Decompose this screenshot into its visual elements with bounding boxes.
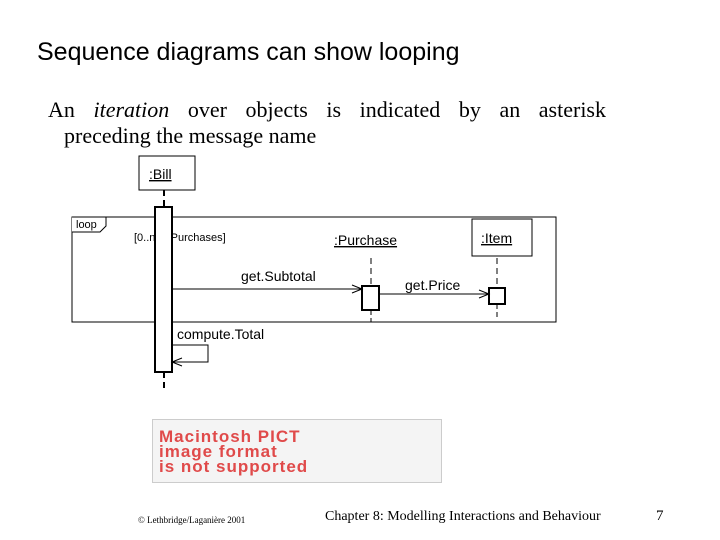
get-subtotal-arrowhead [351,284,364,294]
bill-object-label: :Bill [149,166,172,182]
body-emphasis: iteration [93,97,170,122]
get-price-arrowhead [478,289,491,299]
loop-guard-label: [0..numPurchases] [134,232,226,244]
item-activation-bar [488,287,506,305]
loop-fragment [71,216,557,323]
loop-operator-label: loop [76,219,97,231]
loop-fragment-tab [72,216,107,233]
pict-line-1: Macintosh PICT [159,426,301,446]
bill-activation-bar [154,206,173,373]
pict-line-3: is not supported [159,456,309,476]
item-object-label: :Item [481,230,512,246]
page-number: 7 [656,508,664,524]
compute-total-arrow [172,344,209,363]
bill-object-box [138,155,196,191]
compute-total-label: compute.Total [177,326,264,342]
body-line-1-rest: over objects is indicated by an asterisk [169,97,606,122]
chapter-footer: Chapter 8: Modelling Interactions and Be… [325,509,601,524]
purchase-activation-bar [361,285,380,311]
slide-title: Sequence diagrams can show looping [37,38,460,66]
body-line-2: preceding the message name [64,123,317,148]
get-subtotal-label: get.Subtotal [241,268,316,284]
pict-line-2: image format [159,441,278,461]
get-price-label: get.Price [405,277,460,293]
body-line-1-prefix: An [48,97,94,122]
body-line-1: An iteration over objects is indicated b… [48,97,606,123]
compute-total-arrowhead [170,357,183,367]
unsupported-image-placeholder: Macintosh PICT image format is not suppo… [152,419,442,483]
copyright-notice: © Lethbridge/Laganière 2001 [138,515,246,525]
purchase-object-label: :Purchase [334,232,397,248]
item-object-box [471,218,533,257]
body-text: An iteration over objects is indicated b… [48,97,606,149]
